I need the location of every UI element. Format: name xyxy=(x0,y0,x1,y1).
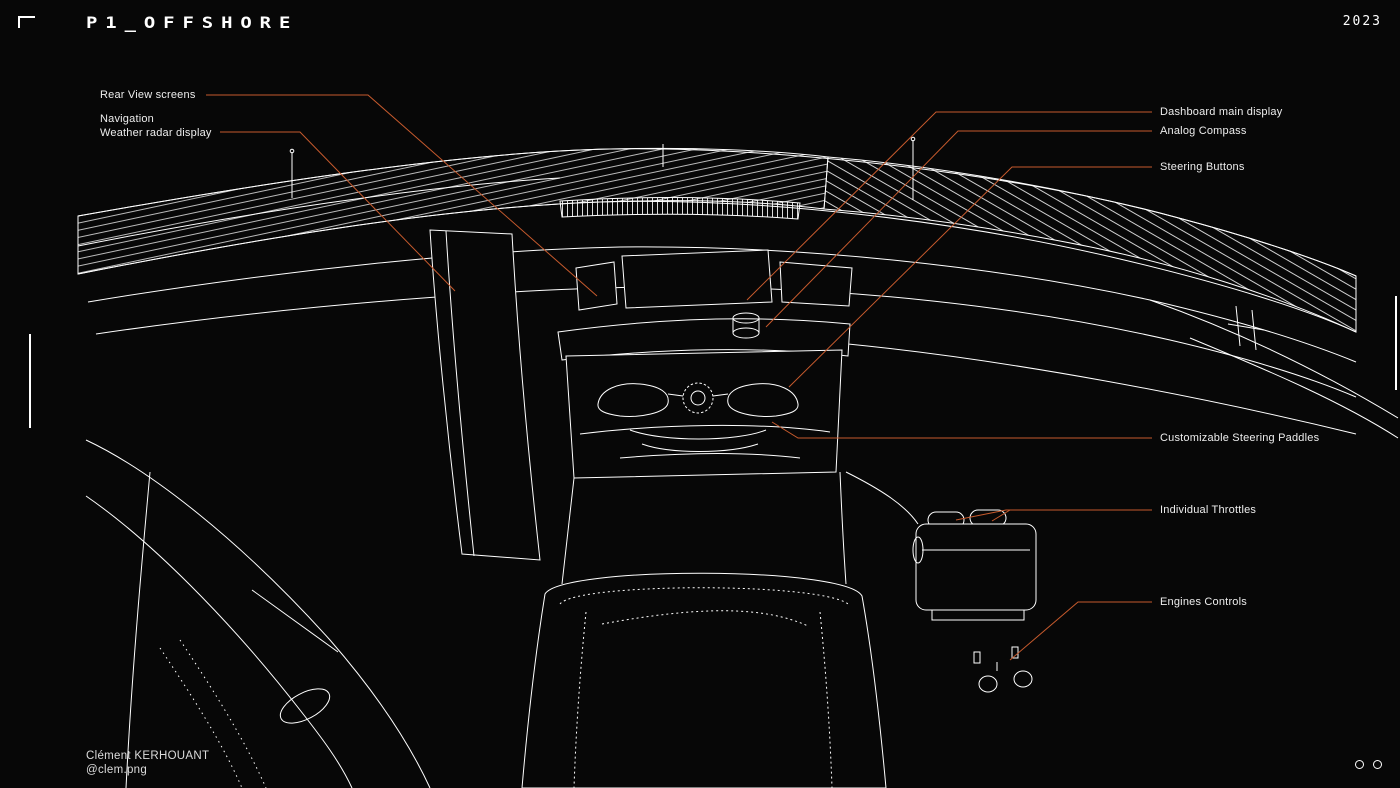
foredeck xyxy=(77,136,1399,439)
seats-and-hull xyxy=(85,439,887,788)
year-label: 2023 xyxy=(1342,14,1382,29)
support-pillar xyxy=(429,229,541,561)
right-edge-tick xyxy=(1395,296,1397,390)
footer-dots xyxy=(1355,760,1382,769)
page-title: P1_OFFSHORE xyxy=(86,13,299,32)
callout-label-analog-compass: Analog Compass xyxy=(1160,125,1247,137)
dot-icon xyxy=(1355,760,1364,769)
callout-label-dashboard-main-display: Dashboard main display xyxy=(1160,106,1283,118)
callout-label-navigation: Navigation Weather radar display xyxy=(100,113,212,140)
throttle-box xyxy=(912,509,1037,621)
callout-label-rear-view-screens: Rear View screens xyxy=(100,89,196,101)
left-edge-tick xyxy=(29,334,31,428)
engine-controls xyxy=(973,646,1033,693)
credit-name: Clément KERHOUANT xyxy=(86,750,210,762)
callout-label-navigation-line1: Navigation xyxy=(100,113,154,125)
steering-yoke xyxy=(597,382,799,452)
dot-icon xyxy=(1373,760,1382,769)
callout-leader-lines xyxy=(206,94,1152,661)
callout-label-steering-paddles: Customizable Steering Paddles xyxy=(1160,432,1320,444)
callout-label-individual-throttles: Individual Throttles xyxy=(1160,504,1257,516)
callout-label-navigation-line2: Weather radar display xyxy=(100,126,212,139)
credits: Clément KERHOUANT @clem.png xyxy=(86,749,209,777)
credit-handle: @clem.png xyxy=(86,764,148,776)
dashboard-console xyxy=(557,249,853,479)
corner-bracket-icon xyxy=(18,16,35,28)
callout-label-engines-controls: Engines Controls xyxy=(1160,596,1247,608)
cowl-lines xyxy=(561,471,919,585)
callout-label-steering-buttons: Steering Buttons xyxy=(1160,161,1245,173)
